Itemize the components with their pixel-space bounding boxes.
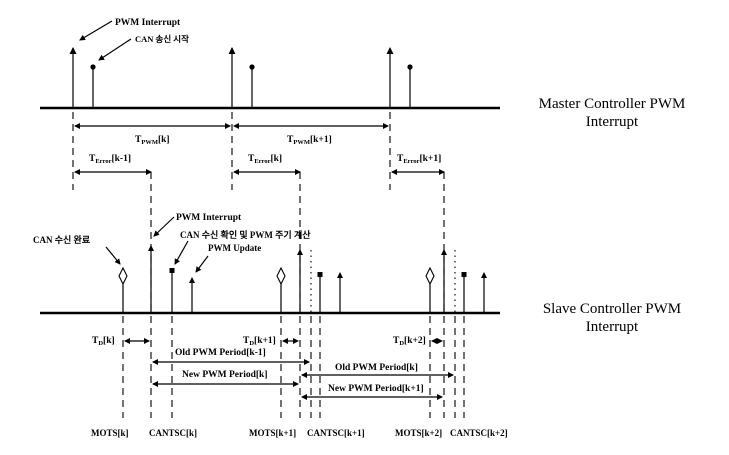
master-can-tx-label: CAN 송신 시작 <box>135 34 189 44</box>
tpwm-k-label: TPWM[k] <box>135 135 170 146</box>
tpwm-k1-label: TPWM[k+1] <box>287 135 332 146</box>
mots-k2-label: MOTS[k+2] <box>395 428 442 438</box>
terror-k-label: TError[k] <box>248 154 282 165</box>
new-period-k-label: New PWM Period[k] <box>182 370 267 380</box>
pwm-interrupt-callout-arrow <box>79 20 113 41</box>
terror-km1-label: TError[k-1] <box>89 154 131 165</box>
can-rx-check-square-icon <box>317 272 323 277</box>
slave-section: PWM Interrupt CAN 수신 완료 CAN 수신 확인 및 PWM … <box>33 172 681 438</box>
master-can-tx-dot <box>90 64 96 70</box>
can-rx-check-label: CAN 수신 확인 및 PWM 주기 계산 <box>180 229 311 240</box>
can-rx-done-diamond-icon <box>118 266 128 286</box>
td-k1-label: TD[k+1] <box>243 336 276 347</box>
can-rx-check-square-icon <box>461 272 467 277</box>
terror-k1-label: TError[k+1] <box>397 154 441 165</box>
pwm-update-callout-arrow <box>195 255 209 273</box>
master-can-tx-dot <box>249 64 255 70</box>
mots-k-label: MOTS[k] <box>91 428 129 438</box>
mots-k1-label: MOTS[k+1] <box>249 428 296 438</box>
td-k-label: TD[k] <box>92 336 115 347</box>
master-section: PWM Interrupt CAN 송신 시작 TPWM[k] TPWM[k+1… <box>40 18 685 190</box>
old-period-km1-label: Old PWM Period[k-1] <box>175 348 266 358</box>
cantsc-k1-label: CANTSC[k+1] <box>307 428 365 438</box>
pwm-update-label: PWM Update <box>208 243 261 253</box>
master-title-line1: Master Controller PWM <box>539 96 686 112</box>
can-tx-callout-arrow <box>98 38 132 61</box>
can-rx-done-callout-arrow <box>105 246 121 265</box>
cantsc-k-label: CANTSC[k] <box>149 428 197 438</box>
old-period-k-label: Old PWM Period[k] <box>335 363 418 373</box>
td-k2-label: TD[k+2] <box>393 336 426 347</box>
master-can-tx-dot <box>407 64 413 70</box>
cantsc-k2-label: CANTSC[k+2] <box>450 428 508 438</box>
slave-pwm-interrupt-callout-arrow <box>153 216 175 237</box>
new-period-k1-label: New PWM Period[k+1] <box>328 384 424 394</box>
can-rx-done-label: CAN 수신 완료 <box>33 234 91 245</box>
slave-title-line1: Slave Controller PWM <box>543 301 681 317</box>
can-rx-check-square-icon <box>169 268 175 273</box>
master-pwm-interrupt-label: PWM Interrupt <box>115 18 181 28</box>
can-rx-done-diamond-icon <box>276 266 286 286</box>
slave-pwm-interrupt-label: PWM Interrupt <box>176 213 242 223</box>
can-rx-check-callout-arrow <box>174 240 189 265</box>
can-rx-done-diamond-icon <box>425 266 435 286</box>
slave-title-line2: Interrupt <box>586 319 639 335</box>
master-title-line2: Interrupt <box>586 114 639 130</box>
